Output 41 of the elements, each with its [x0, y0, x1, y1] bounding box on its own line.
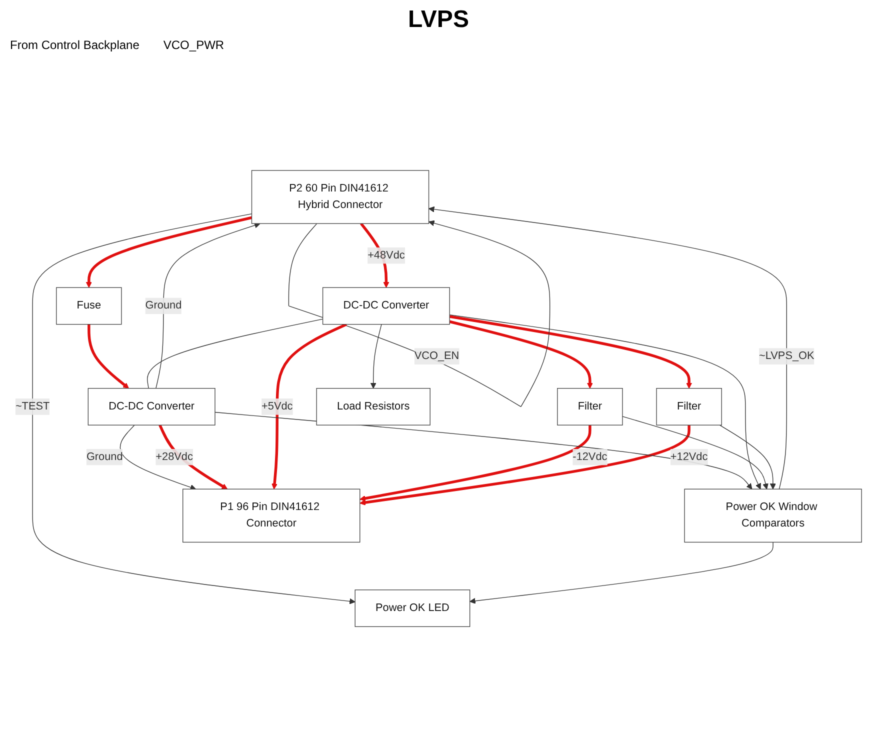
arrow [370, 324, 382, 389]
connector [147, 318, 324, 389]
arrow [32, 213, 356, 604]
node-box: DC-DC Converter [88, 388, 216, 426]
edge-label: -12Vdc [572, 450, 608, 463]
note-text: VCO_PWR [163, 38, 224, 52]
diagram-title: LVPS [407, 6, 470, 34]
edge-label: +5Vdc [262, 400, 293, 412]
edge-label: +12Vdc [670, 450, 708, 463]
edge-label: VCO_EN [414, 350, 460, 362]
edge-label: ~TEST [15, 400, 50, 412]
arrow [86, 216, 252, 288]
node-box: Power OK LED [354, 590, 470, 627]
node-box: DC-DC Converter [322, 287, 450, 325]
arrow [88, 324, 129, 389]
node-box: Filter [557, 388, 623, 426]
arrow [120, 424, 196, 490]
arrow [272, 323, 347, 490]
edge-label: +48Vdc [368, 249, 405, 261]
node-box: Load Resistors [316, 388, 430, 426]
arrow [288, 220, 550, 407]
edge-label: Ground [86, 450, 123, 463]
node-box: Power OK Window Comparators [684, 488, 862, 542]
node-box: P2 60 Pin DIN41612 Hybrid Connector [251, 170, 430, 224]
arrow [449, 315, 692, 389]
edge-label: Ground [145, 300, 182, 312]
node-box: Fuse [56, 287, 122, 325]
arrow [360, 425, 592, 502]
arrow [428, 206, 787, 490]
arrow [470, 542, 774, 604]
node-box: Filter [656, 388, 722, 426]
arrow [719, 424, 776, 490]
arrow [449, 314, 761, 490]
edge-label: ~LVPS_OK [759, 350, 814, 362]
arrow [156, 222, 260, 389]
note-text: From Control Backplane [10, 38, 140, 52]
node-box: P1 96 Pin DIN41612 Connector [182, 488, 360, 542]
arrow [360, 425, 690, 506]
arrow [622, 416, 768, 490]
arrow [449, 320, 593, 389]
edge-label: +28Vdc [156, 450, 193, 463]
